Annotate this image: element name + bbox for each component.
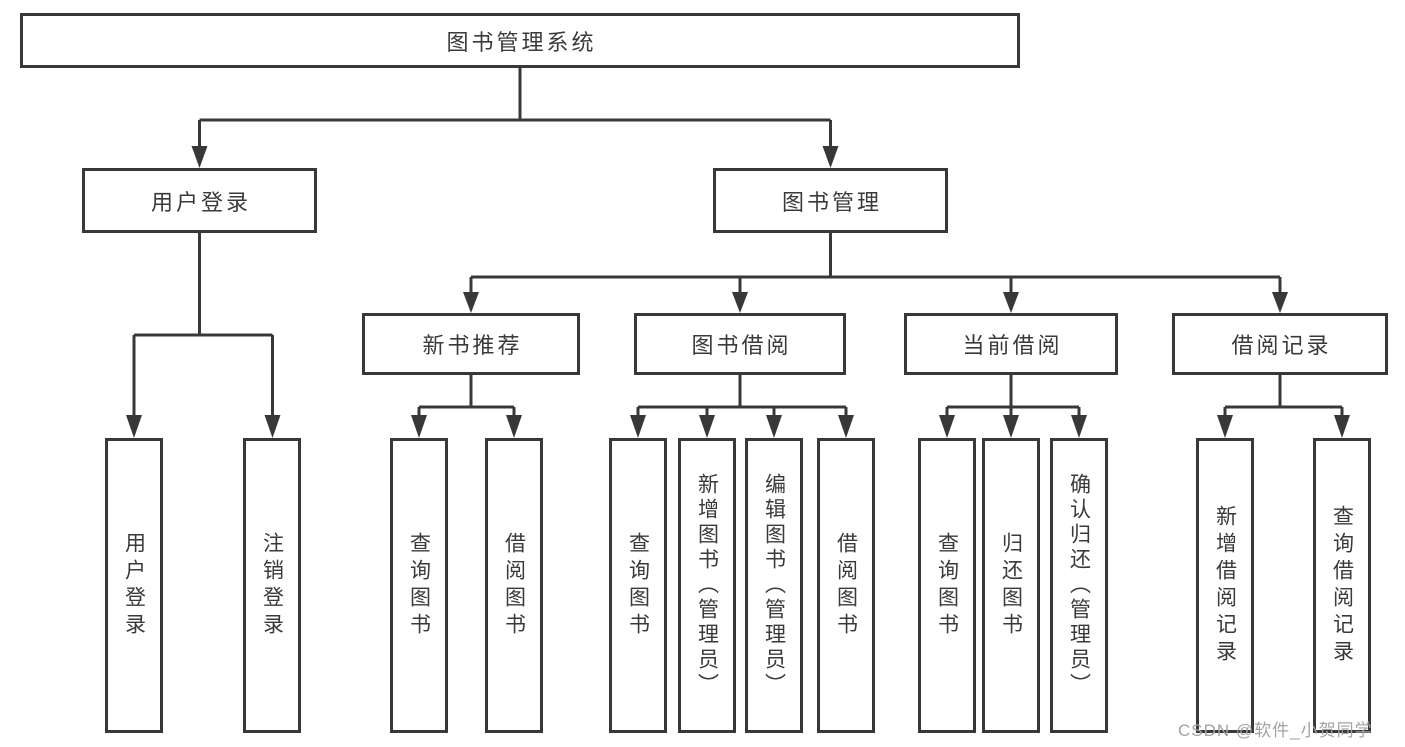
leaf-return-books-label: 归还图书: [999, 531, 1023, 640]
node-current-borrowing: 当前借阅: [904, 313, 1118, 375]
leaf-edit-books-admin: 编辑图书（管理员）: [745, 438, 803, 733]
node-new-book-recommendation-label: 新书推荐: [422, 333, 523, 358]
leaf-logout: 注销登录: [243, 438, 301, 733]
leaf-query-books-borrowing-label: 查询图书: [626, 531, 650, 640]
node-user-login: 用户登录: [82, 168, 317, 233]
node-new-book-recommendation: 新书推荐: [362, 313, 580, 375]
arrow-to-leaf-query-books-recommend: [411, 415, 427, 438]
arrow-to-leaf-confirm-return-admin: [1071, 415, 1087, 438]
arrow-to-leaf-return-books: [1003, 415, 1019, 438]
leaf-query-books-recommend-label: 查询图书: [407, 531, 431, 640]
leaf-return-books: 归还图书: [982, 438, 1040, 733]
node-user-login-label: 用户登录: [150, 189, 251, 215]
node-book-management-label: 图书管理: [781, 189, 882, 215]
arrow-to-leaf-add-books-admin: [699, 415, 715, 438]
leaf-query-books-recommend: 查询图书: [390, 438, 448, 733]
leaf-query-books-current-label: 查询图书: [935, 531, 959, 640]
arrow-to-user-login: [191, 146, 208, 168]
connector-root-to-level2: [198, 68, 832, 148]
leaf-add-books-admin: 新增图书（管理员）: [678, 438, 736, 733]
leaf-edit-books-admin-label: 编辑图书（管理员）: [762, 473, 786, 698]
leaf-borrow-books-borrowing: 借阅图书: [817, 438, 875, 733]
leaf-add-borrow-record: 新增借阅记录: [1196, 438, 1254, 733]
node-book-borrowing: 图书借阅: [634, 313, 846, 375]
leaf-user-login: 用户登录: [105, 438, 163, 733]
arrow-to-leaf-query-books-current: [939, 415, 955, 438]
leaf-query-borrow-record: 查询借阅记录: [1313, 438, 1371, 733]
connector-book-management-to-level3: [469, 233, 1282, 294]
connector-new-book-recommendation-to-leaves: [417, 375, 516, 417]
csdn-watermark: CSDN @软件_小贺同学: [1178, 721, 1373, 740]
connector-book-borrowing-to-leaves: [636, 375, 848, 417]
arrow-to-current-borrowing: [1003, 292, 1019, 313]
connector-user-login-to-leaves: [132, 233, 274, 417]
arrow-to-leaf-borrow-books-borrowing: [838, 415, 854, 438]
arrow-to-leaf-query-borrow-record: [1334, 415, 1350, 438]
leaf-query-borrow-record-label: 查询借阅记录: [1330, 504, 1354, 667]
node-library-management-system: 图书管理系统: [20, 13, 1020, 68]
leaf-user-login-label: 用户登录: [122, 531, 146, 640]
leaf-confirm-return-admin: 确认归还（管理员）: [1050, 438, 1108, 733]
connector-borrowing-records-to-leaves: [1223, 375, 1344, 417]
arrow-to-book-borrowing: [732, 292, 748, 313]
arrow-to-leaf-logout: [264, 415, 281, 438]
arrow-to-leaf-add-borrow-record: [1217, 415, 1233, 438]
leaf-confirm-return-admin-label: 确认归还（管理员）: [1067, 473, 1091, 698]
arrow-to-leaf-borrow-books-recommend: [506, 415, 522, 438]
leaf-query-books-borrowing: 查询图书: [609, 438, 667, 733]
connector-current-borrowing-to-leaves: [945, 375, 1081, 417]
node-book-management: 图书管理: [713, 168, 948, 233]
node-borrowing-records-label: 借阅记录: [1231, 333, 1332, 358]
leaf-borrow-books-recommend: 借阅图书: [485, 438, 543, 733]
leaf-add-books-admin-label: 新增图书（管理员）: [695, 473, 719, 698]
node-current-borrowing-label: 当前借阅: [962, 333, 1063, 358]
arrow-to-borrowing-records: [1272, 292, 1288, 313]
node-library-management-system-label: 图书管理系统: [446, 29, 597, 55]
leaf-query-books-current: 查询图书: [918, 438, 976, 733]
arrow-to-leaf-query-books-borrowing: [630, 415, 646, 438]
node-book-borrowing-label: 图书借阅: [691, 333, 792, 358]
arrow-to-new-book-recommendation: [463, 292, 479, 313]
node-borrowing-records: 借阅记录: [1172, 313, 1388, 375]
leaf-borrow-books-borrowing-label: 借阅图书: [834, 531, 858, 640]
arrow-to-book-management: [822, 146, 839, 168]
leaf-add-borrow-record-label: 新增借阅记录: [1213, 504, 1237, 667]
arrowheads: [126, 146, 1350, 438]
leaf-borrow-books-recommend-label: 借阅图书: [502, 531, 526, 640]
arrow-to-leaf-edit-books-admin: [766, 415, 782, 438]
arrow-to-leaf-user-login: [126, 415, 142, 438]
leaf-logout-label: 注销登录: [260, 531, 284, 640]
